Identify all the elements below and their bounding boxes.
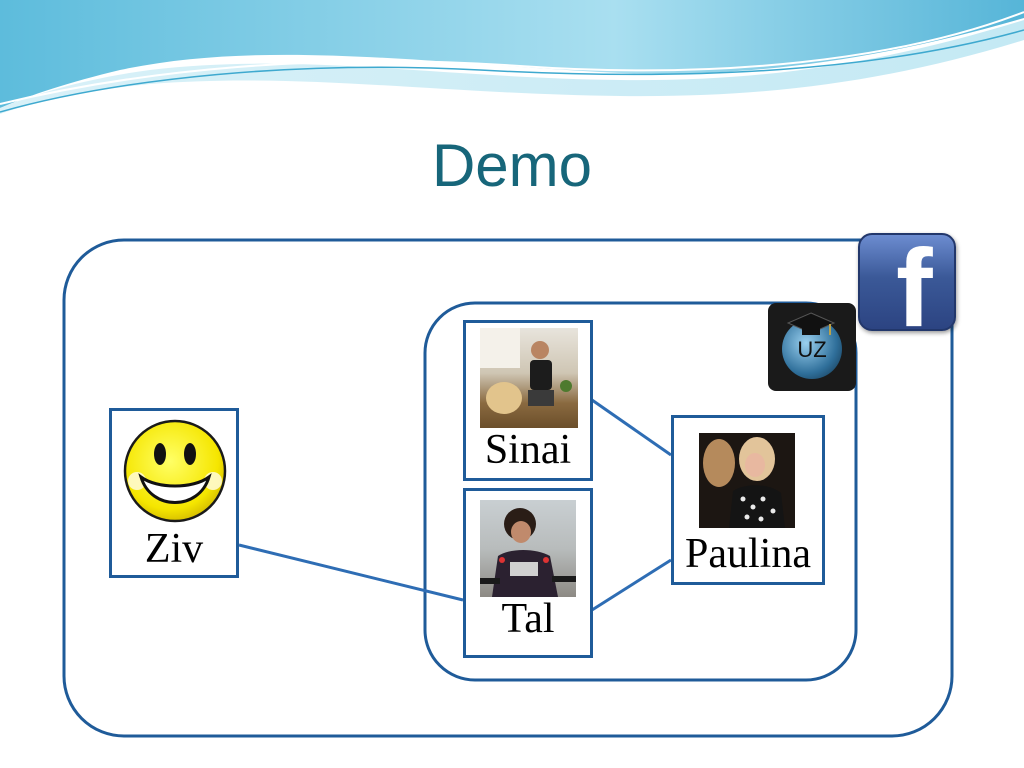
edge-ziv-tal bbox=[238, 543, 464, 602]
node-paulina[interactable]: Paulina bbox=[671, 415, 825, 585]
node-label-paulina: Paulina bbox=[685, 531, 811, 577]
slide-title: Demo bbox=[431, 132, 593, 199]
node-label-sinai: Sinai bbox=[484, 427, 572, 473]
node-ziv[interactable]: Ziv bbox=[109, 408, 239, 578]
uz-logo: UZ bbox=[768, 303, 856, 391]
facebook-logo-letter: f bbox=[896, 233, 933, 331]
paulina-profile-photo bbox=[699, 433, 795, 528]
node-sinai[interactable]: Sinai bbox=[463, 320, 593, 481]
uz-group-container bbox=[423, 301, 858, 682]
facebook-group-container bbox=[62, 238, 954, 738]
node-label-tal: Tal bbox=[501, 596, 555, 642]
header-wave-decoration bbox=[0, 0, 1024, 114]
uz-logo-text: UZ bbox=[797, 337, 827, 362]
smiley-face-icon bbox=[123, 419, 227, 523]
edge-tal-paulina bbox=[591, 558, 672, 612]
edge-sinai-paulina bbox=[591, 398, 672, 457]
node-tal[interactable]: Tal bbox=[463, 488, 593, 658]
tal-profile-photo bbox=[480, 500, 576, 597]
node-label-ziv: Ziv bbox=[144, 526, 204, 572]
facebook-icon: f bbox=[858, 233, 956, 331]
graduation-cap-icon bbox=[786, 312, 836, 335]
sinai-profile-photo bbox=[480, 328, 578, 428]
